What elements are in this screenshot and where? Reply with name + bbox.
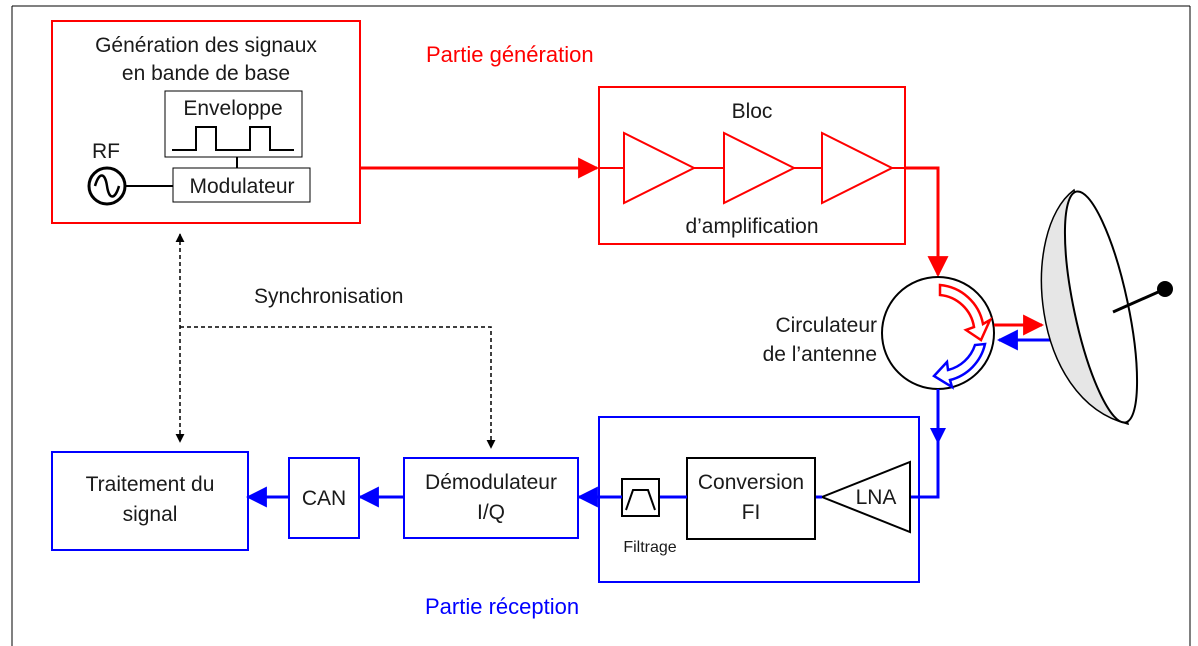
- demodulator-label-line2: I/Q: [477, 501, 505, 524]
- amplifier-label-top: Bloc: [732, 100, 773, 123]
- synchronisation-label: Synchronisation: [254, 285, 403, 308]
- circulator-label-line2: de l’antenne: [763, 343, 877, 366]
- receiver-frontend-block: [598, 416, 920, 583]
- amplifier-block: [598, 86, 906, 245]
- pulse-waveform-icon: [172, 126, 294, 151]
- demodulator-label-line1: Démodulateur: [425, 471, 557, 494]
- circulator-label-line1: Circulateur: [775, 314, 877, 337]
- filter-label: Filtrage: [623, 539, 676, 556]
- processing-label-line1: Traitement du: [86, 473, 215, 496]
- signal-processing-block: [51, 451, 249, 551]
- parabolic-antenna-icon: [1040, 188, 1173, 426]
- conversion-label-line2: FI: [742, 501, 761, 524]
- filter-response-icon: [625, 489, 656, 511]
- amplifier-label-bottom: d’amplification: [685, 215, 818, 238]
- reception-section-label: Partie réception: [425, 594, 579, 619]
- amplifier-stage-3-icon: [821, 131, 895, 205]
- baseband-title-line1: Génération des signaux: [95, 34, 317, 57]
- baseband-generation-block: [51, 20, 361, 224]
- processing-label-line2: signal: [123, 503, 178, 526]
- generation-section-label: Partie génération: [426, 42, 594, 67]
- baseband-title-line2: en bande de base: [122, 62, 290, 85]
- circulator-rx-arrow-icon: [932, 342, 987, 390]
- sync-to-demodulator-line: [180, 326, 496, 449]
- envelope-block: [164, 90, 303, 158]
- iq-demodulator-block: [403, 457, 579, 539]
- amplifier-stage-2-icon: [723, 131, 797, 205]
- rf-label: RF: [92, 140, 120, 163]
- bandpass-filter-icon: [621, 478, 660, 517]
- lna-label: LNA: [856, 486, 897, 509]
- envelope-label: Enveloppe: [183, 97, 282, 120]
- circulator-tx-arrow-icon: [938, 283, 993, 342]
- amplifier-to-circulator-arrow: [905, 166, 949, 278]
- circulator-to-lna-arrow: [910, 389, 940, 499]
- sine-wave-icon: [93, 174, 121, 198]
- modulator-label: Modulateur: [189, 175, 294, 198]
- conversion-label-line1: Conversion: [698, 471, 804, 494]
- amplifier-stage-1-icon: [623, 131, 697, 205]
- lna-amplifier-icon: [819, 460, 911, 534]
- adc-label: CAN: [302, 487, 346, 510]
- down-arrow-head-icon: [930, 428, 946, 444]
